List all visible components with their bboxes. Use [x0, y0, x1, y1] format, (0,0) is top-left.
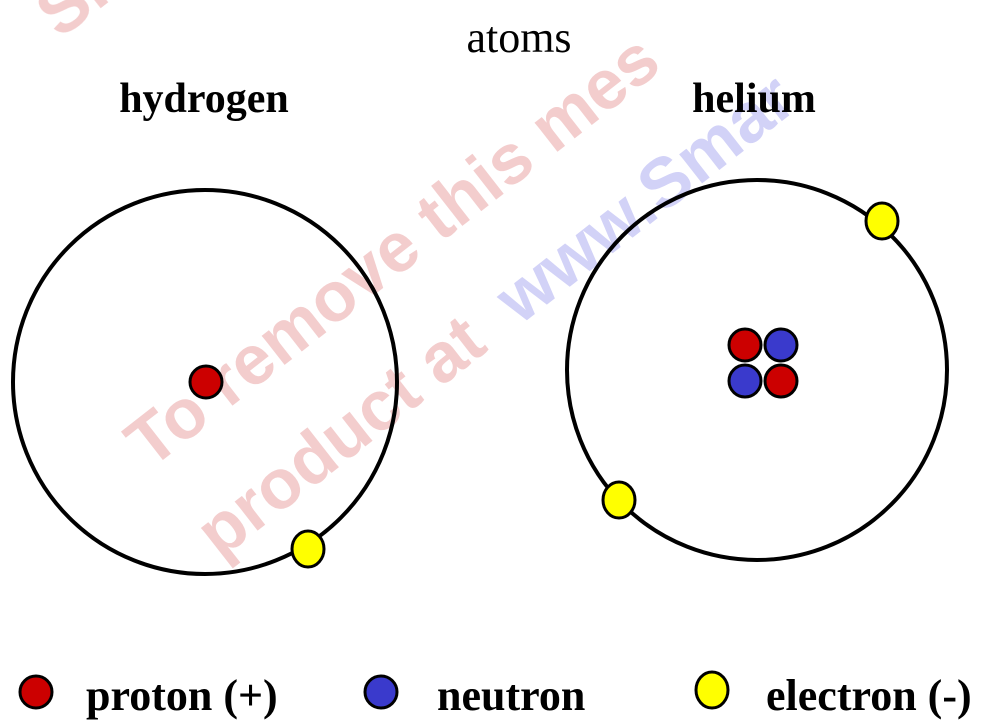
- helium-proton: [727, 327, 763, 363]
- hydrogen-electron: [290, 529, 326, 569]
- helium-electron: [864, 201, 900, 241]
- hydrogen-orbit: [11, 188, 399, 576]
- helium-orbit: [565, 178, 949, 562]
- helium-proton: [763, 363, 799, 399]
- proton-swatch-icon: [18, 674, 54, 710]
- hydrogen-label: hydrogen: [119, 76, 289, 122]
- helium-electron: [601, 480, 637, 520]
- electron-swatch-icon: [694, 670, 730, 710]
- hydrogen-proton: [188, 364, 224, 400]
- neutron-swatch-icon: [363, 674, 399, 710]
- legend-neutron-label: neutron: [437, 671, 585, 720]
- helium-neutron: [763, 327, 799, 363]
- legend-electron: electron (-): [694, 670, 972, 720]
- helium-atom: helium: [565, 76, 949, 562]
- helium-neutron: [727, 363, 763, 399]
- legend: proton (+) neutron electron (-): [18, 670, 972, 720]
- diagram-title: atoms: [466, 13, 571, 62]
- legend-electron-label: electron (-): [766, 671, 972, 720]
- helium-label: helium: [692, 76, 816, 122]
- legend-neutron: neutron: [363, 671, 585, 720]
- hydrogen-atom: hydrogen: [11, 76, 399, 576]
- legend-proton-label: proton (+): [86, 671, 278, 720]
- watermark-top-fragment: Sm: [21, 0, 155, 52]
- legend-proton: proton (+): [18, 671, 278, 720]
